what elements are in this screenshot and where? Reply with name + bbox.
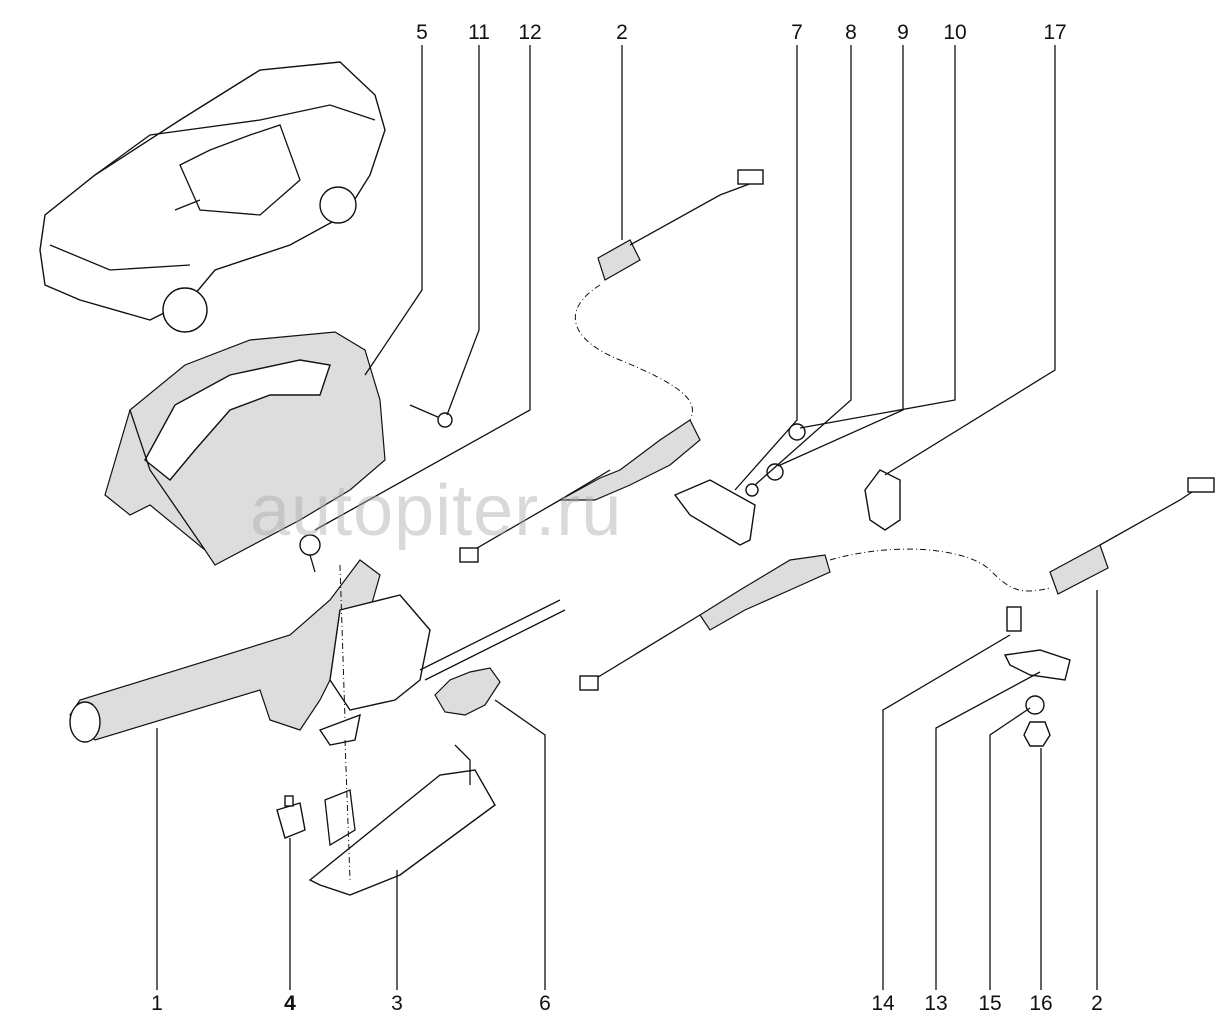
callout-7: 7 [791,21,803,44]
lever-cover [104,331,386,566]
screw [409,404,453,428]
rear-cable [459,477,1215,691]
callout-1: 1 [151,992,163,1015]
callout-15: 15 [978,992,1002,1015]
watermark: autopiter.ru [250,471,623,551]
washer [1025,695,1045,715]
front-cable [464,169,764,556]
cable-clip [864,469,901,531]
callout-17: 17 [1043,21,1067,44]
washer [745,483,759,497]
rubber-boot [434,667,501,716]
bolt [299,534,321,573]
car-illustration [39,61,386,333]
callout-9: 9 [897,21,909,44]
callout-11: 11 [468,21,490,44]
nut [1023,721,1051,747]
callout-13: 13 [924,992,948,1015]
callout-3: 3 [391,992,403,1015]
callout-12: 12 [518,21,542,44]
callout-14: 14 [871,992,895,1015]
callout-16: 16 [1029,992,1053,1015]
lever-bracket [308,744,496,896]
callout-6: 6 [539,992,551,1015]
callout-2-bottom: 2 [1091,992,1103,1015]
callout-8: 8 [845,21,857,44]
callout-4: 4 [284,992,296,1015]
leader-lines [156,45,1098,990]
sleeve [1006,606,1022,632]
callout-5: 5 [416,21,428,44]
handbrake-lever [69,559,566,746]
switch [276,795,306,839]
holder-plate [1003,649,1071,681]
callout-2-top: 2 [616,21,628,44]
nut [766,463,784,481]
callout-10: 10 [943,21,967,44]
equalizer [673,479,756,546]
